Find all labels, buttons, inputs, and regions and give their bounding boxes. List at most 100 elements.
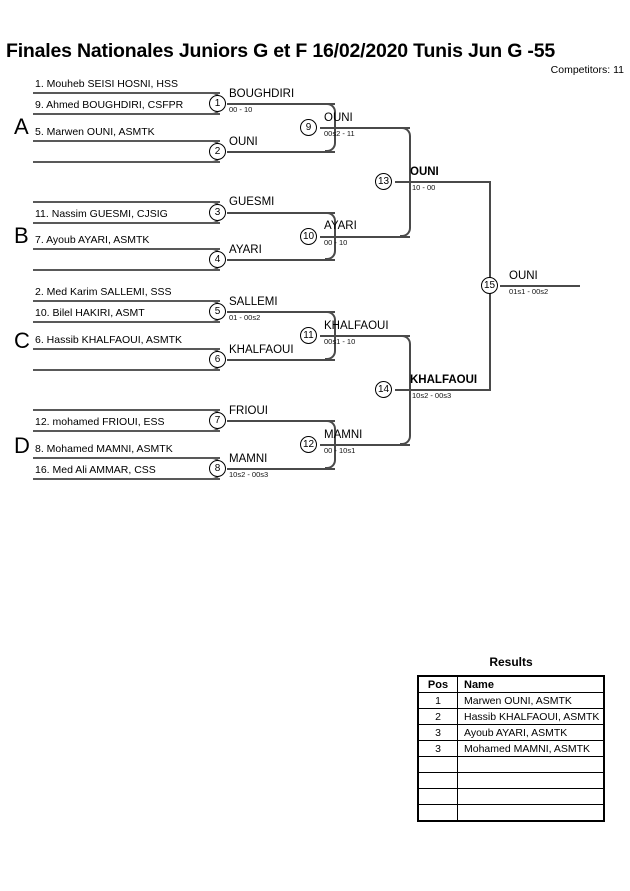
match-winner-13: OUNI: [410, 166, 439, 178]
competitors-count: Competitors: 11: [550, 64, 624, 76]
match-number-5[interactable]: 5: [209, 303, 226, 320]
entrant-line: [33, 201, 220, 203]
result-pos: 3: [417, 740, 458, 757]
result-name: Mohamed MAMNI, ASMTK: [457, 740, 605, 757]
match-winner-line: [320, 236, 410, 238]
column-header-name: Name: [457, 675, 605, 693]
table-row[interactable]: [417, 756, 605, 773]
match-winner-line: [320, 444, 410, 446]
match-winner-2: OUNI: [229, 136, 258, 148]
match-score-13: 10 - 00: [412, 183, 436, 192]
match-score-1: 00 - 10: [229, 105, 253, 114]
entrant-line: [33, 140, 220, 142]
table-row[interactable]: 2 Hassib KHALFAOUI, ASMTK: [417, 708, 605, 725]
entrant-label: 11. Nassim GUESMI, CJSIG: [35, 208, 168, 220]
match-winner-9: OUNI: [324, 112, 353, 124]
match-score-11: 00s1 - 10: [324, 337, 356, 346]
result-name: [457, 788, 605, 805]
group-label-c: C: [14, 328, 30, 353]
match-score-10: 00 - 10: [324, 238, 348, 247]
match-number-11[interactable]: 11: [300, 327, 317, 344]
table-row[interactable]: 3 Ayoub AYARI, ASMTK: [417, 724, 605, 741]
table-row[interactable]: 1 Marwen OUNI, ASMTK: [417, 692, 605, 709]
entrant-line: [33, 369, 220, 371]
results-table: Pos Name 1 Marwen OUNI, ASMTK 2 Hassib K…: [417, 675, 605, 822]
result-pos: 2: [417, 708, 458, 725]
result-pos: [417, 772, 458, 789]
table-row[interactable]: 3 Mohamed MAMNI, ASMTK: [417, 740, 605, 757]
match-number-6[interactable]: 6: [209, 351, 226, 368]
entrant-label: 6. Hassib KHALFAOUI, ASMTK: [35, 334, 183, 346]
match-winner-15: OUNI: [509, 270, 538, 282]
result-name: [457, 756, 605, 773]
entrant-line: [33, 409, 220, 411]
match-number-3[interactable]: 3: [209, 204, 226, 221]
entrant-line: [33, 321, 220, 323]
match-winner-line: [395, 389, 491, 391]
match-winner-line: [227, 359, 335, 361]
result-pos: 1: [417, 692, 458, 709]
match-winner-line: [227, 311, 335, 313]
match-winner-8: MAMNI: [229, 453, 268, 465]
match-score-8: 10s2 - 00s3: [229, 470, 269, 479]
match-number-1[interactable]: 1: [209, 95, 226, 112]
match-number-14[interactable]: 14: [375, 381, 392, 398]
match-number-2[interactable]: 2: [209, 143, 226, 160]
match-winner-line: [227, 420, 335, 422]
match-winner-12: MAMNI: [324, 429, 363, 441]
entrant-label: 7. Ayoub AYARI, ASMTK: [35, 234, 150, 246]
match-winner-14: KHALFAOUI: [410, 374, 478, 386]
result-pos: 3: [417, 724, 458, 741]
match-number-10[interactable]: 10: [300, 228, 317, 245]
result-pos: [417, 756, 458, 773]
match-number-8[interactable]: 8: [209, 460, 226, 477]
match-number-9[interactable]: 9: [300, 119, 317, 136]
group-label-a: A: [14, 114, 29, 139]
match-winner-4: AYARI: [229, 244, 262, 256]
entrant-label: 16. Med Ali AMMAR, CSS: [35, 464, 156, 476]
entrant-line: [33, 269, 220, 271]
match-winner-3: GUESMI: [229, 196, 275, 208]
group-label-d: D: [14, 433, 30, 458]
match-winner-11: KHALFAOUI: [324, 320, 389, 332]
entrant-label: 2. Med Karim SALLEMI, SSS: [35, 286, 172, 298]
entrant-line: [33, 113, 220, 115]
match-number-12[interactable]: 12: [300, 436, 317, 453]
final-winner-line: [500, 285, 580, 287]
entrant-label: 12. mohamed FRIOUI, ESS: [35, 416, 165, 428]
entrant-line: [33, 457, 220, 459]
result-pos: [417, 804, 458, 822]
page-title: Finales Nationales Juniors G et F 16/02/…: [6, 40, 555, 62]
match-score-9: 00s2 - 11: [324, 129, 355, 138]
match-score-14: 10s2 - 00s3: [412, 391, 452, 400]
entrant-label: 10. Bilel HAKIRI, ASMT: [35, 307, 145, 319]
table-row[interactable]: [417, 772, 605, 789]
match-winner-line: [227, 103, 335, 105]
match-winner-7: FRIOUI: [229, 405, 268, 417]
match-number-7[interactable]: 7: [209, 412, 226, 429]
result-name: Marwen OUNI, ASMTK: [457, 692, 605, 709]
entrant-label: 1. Mouheb SEISI HOSNI, HSS: [35, 78, 178, 90]
entrant-line: [33, 430, 220, 432]
match-number-15[interactable]: 15: [481, 277, 498, 294]
match-winner-6: KHALFAOUI: [229, 344, 294, 356]
match-score-12: 00 - 10s1: [324, 446, 356, 455]
match-winner-line: [227, 259, 335, 261]
table-row[interactable]: [417, 804, 605, 822]
match-winner-line: [320, 127, 410, 129]
match-winner-1: BOUGHDIRI: [229, 88, 295, 100]
result-name: [457, 804, 605, 822]
entrant-line: [33, 248, 220, 250]
entrant-line: [33, 161, 220, 163]
group-label-b: B: [14, 223, 29, 248]
match-winner-line: [395, 181, 491, 183]
match-number-4[interactable]: 4: [209, 251, 226, 268]
match-number-13[interactable]: 13: [375, 173, 392, 190]
match-score-5: 01 - 00s2: [229, 313, 261, 322]
match-score-15: 01s1 - 00s2: [509, 287, 549, 296]
result-name: Hassib KHALFAOUI, ASMTK: [457, 708, 605, 725]
table-row[interactable]: [417, 788, 605, 805]
result-pos: [417, 788, 458, 805]
entrant-line: [33, 348, 220, 350]
entrant-line: [33, 478, 220, 480]
